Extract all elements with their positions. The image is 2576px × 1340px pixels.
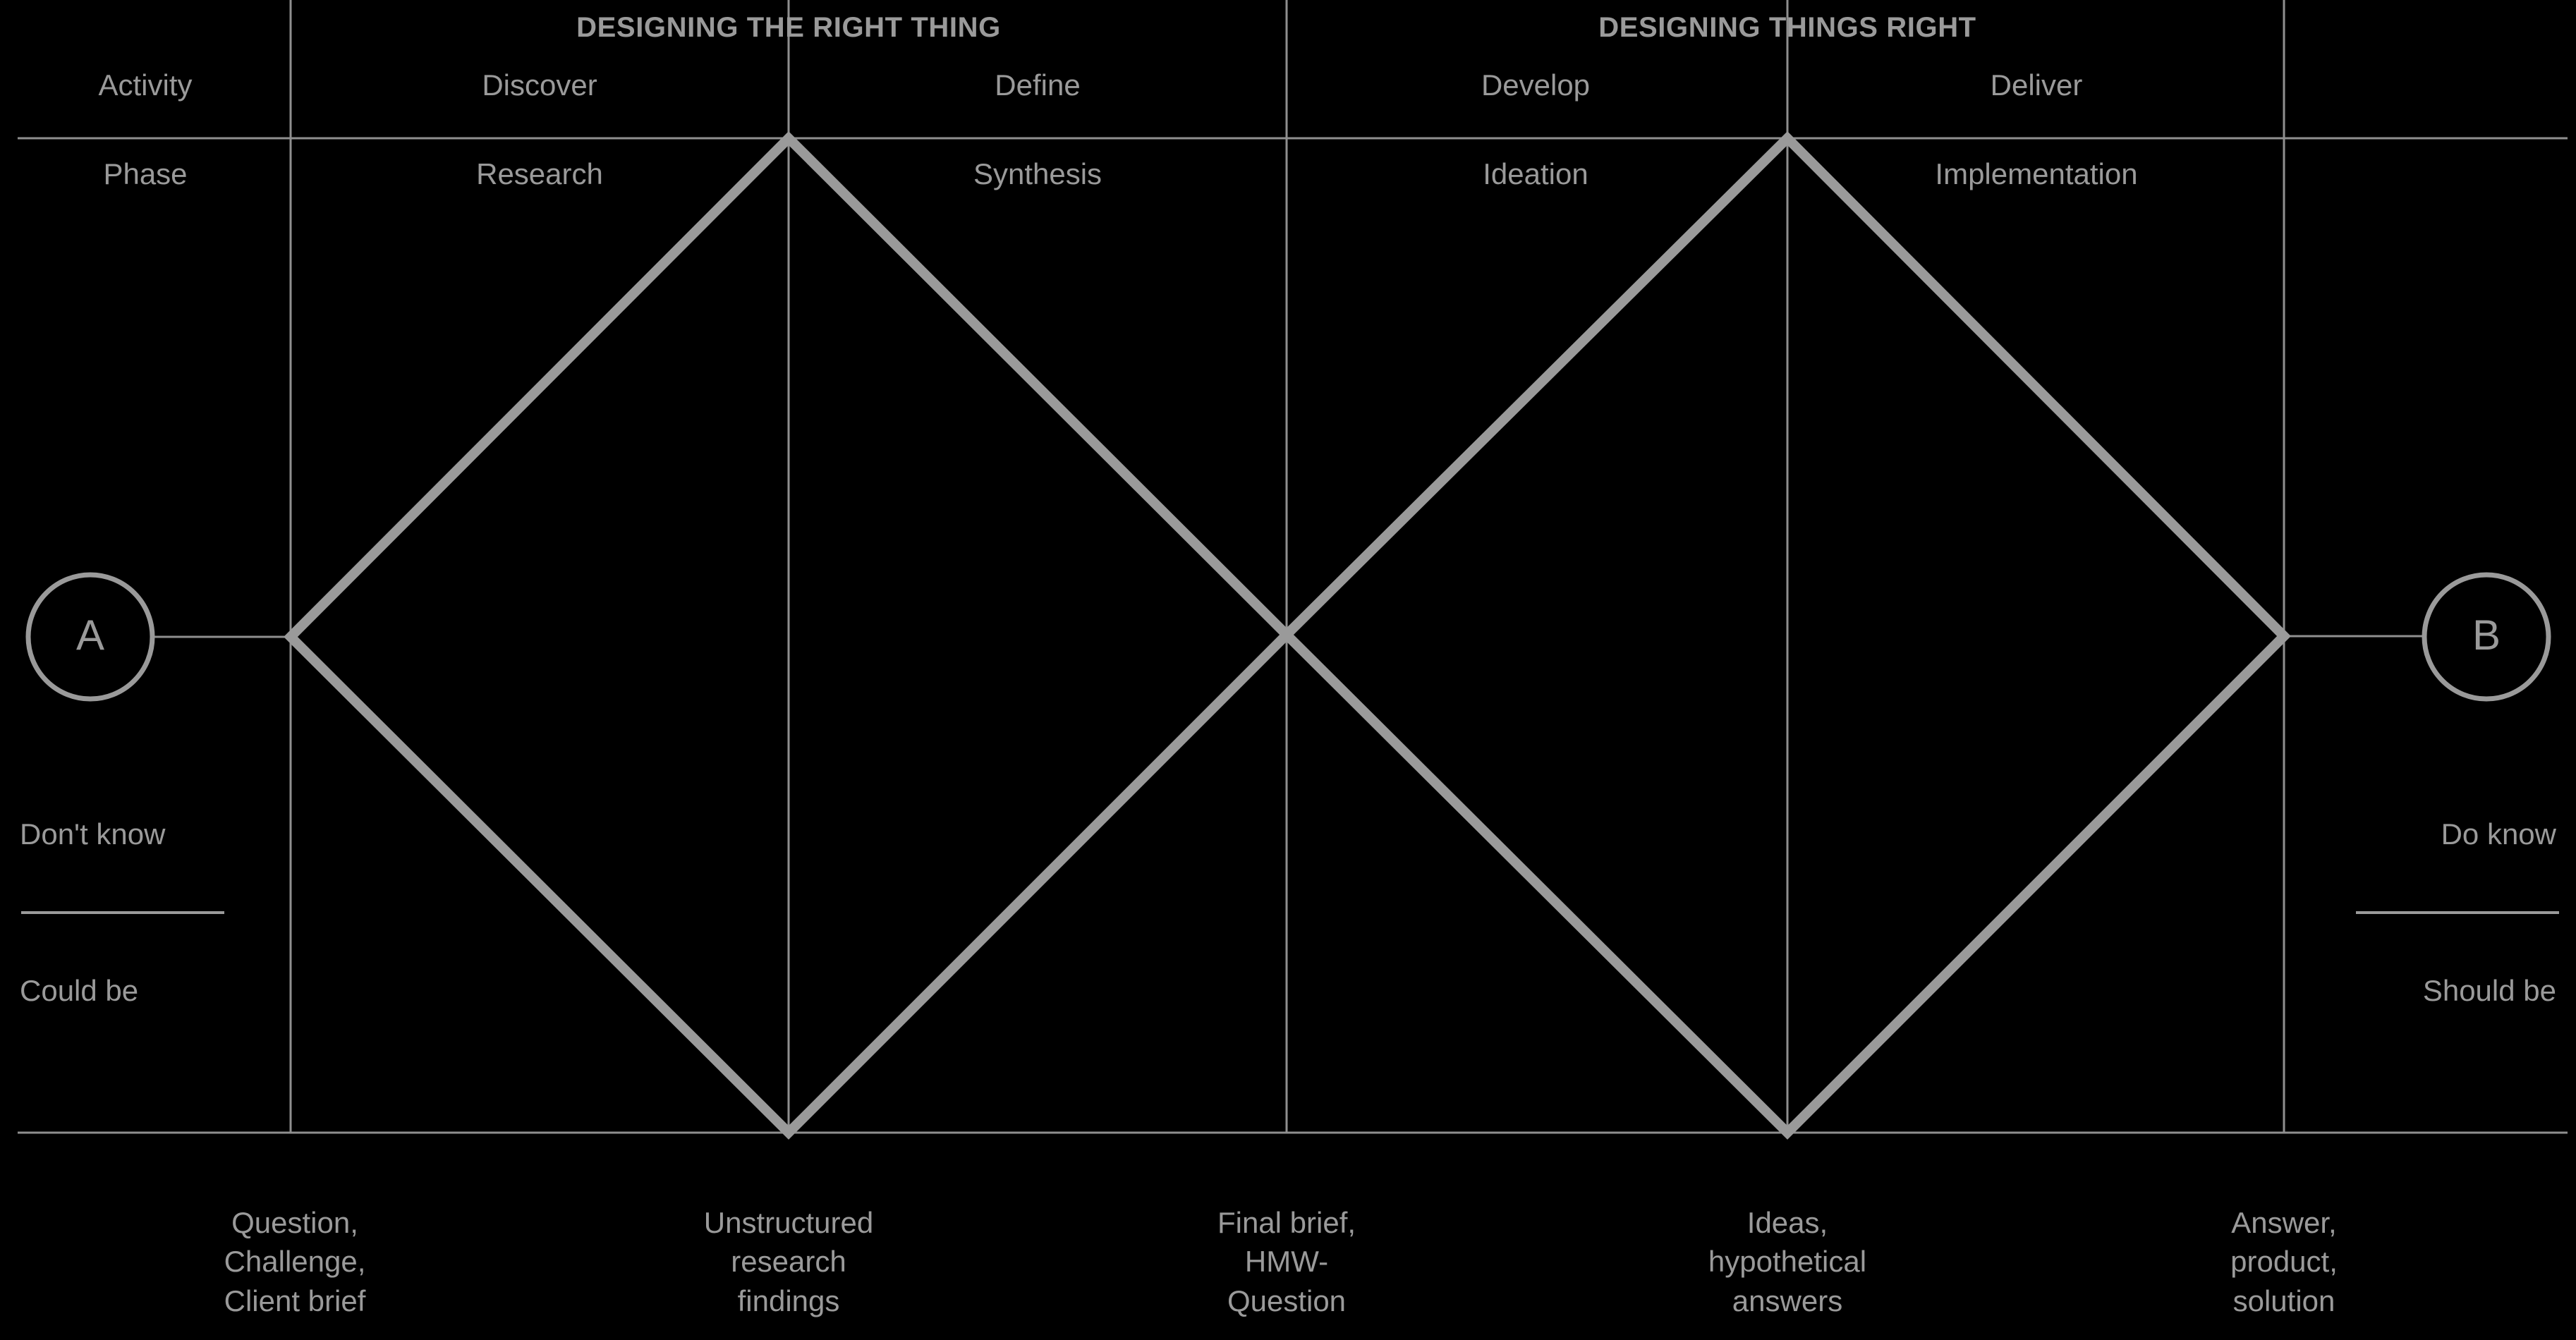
start-node-label: A <box>75 611 105 659</box>
section-title-left: DESIGNING THE RIGHT THING <box>576 12 1001 43</box>
phase-label-research: Research <box>476 157 603 190</box>
row-label-activity: Activity <box>98 68 193 102</box>
axis-label-could-be: Could be <box>20 974 139 1007</box>
activity-label-discover: Discover <box>482 68 597 102</box>
start-node-circle <box>25 572 155 702</box>
outcome-line: Question, <box>231 1206 358 1239</box>
connector-lines <box>154 635 2424 638</box>
outcome-line: hypothetical <box>1708 1245 1867 1279</box>
outcome-line: research <box>731 1245 846 1279</box>
outcome-line: Unstructured <box>703 1206 874 1239</box>
activity-label-develop: Develop <box>1481 68 1591 102</box>
end-node-label: B <box>2472 611 2501 659</box>
outcome-line: Client brief <box>224 1284 366 1317</box>
outcome-line: solution <box>2232 1284 2335 1317</box>
outcome-question-challenge-brief: Question, Challenge, Client brief <box>97 1203 492 1320</box>
outcome-line: answers <box>1732 1284 1843 1317</box>
outcome-line: Challenge, <box>224 1245 366 1279</box>
axis-label-dont-know: Don't know <box>20 817 166 851</box>
outcome-line: Final brief, <box>1217 1206 1356 1239</box>
axis-label-should-be: Should be <box>2422 974 2556 1007</box>
activity-label-deliver: Deliver <box>1990 68 2083 102</box>
outcome-line: Ideas, <box>1746 1206 1828 1239</box>
phase-label-synthesis: Synthesis <box>973 157 1102 190</box>
row-label-phase: Phase <box>103 157 188 190</box>
outcome-ideas-hypothetical-answers: Ideas, hypothetical answers <box>1590 1203 1985 1320</box>
phase-label-implementation: Implementation <box>1935 157 2138 190</box>
outcome-final-brief-hmw-question: Final brief, HMW- Question <box>1089 1203 1484 1320</box>
section-title-right: DESIGNING THINGS RIGHT <box>1598 12 1976 43</box>
outcome-unstructured-research-findings: Unstructured research findings <box>591 1203 986 1320</box>
end-node-circle <box>2422 572 2551 702</box>
outcome-line: product, <box>2230 1245 2338 1279</box>
outcome-line: Answer, <box>2231 1206 2337 1239</box>
outcome-answer-product-solution: Answer, product, solution <box>2086 1203 2481 1320</box>
diamond-develop-deliver <box>1280 131 2291 1140</box>
axis-label-do-know: Do know <box>2441 817 2556 851</box>
activity-label-define: Define <box>995 68 1081 102</box>
outcome-line: HMW- <box>1244 1245 1329 1279</box>
grid-lines <box>18 0 2568 1134</box>
outcome-line: Question <box>1227 1284 1347 1317</box>
phase-label-ideation: Ideation <box>1483 157 1588 190</box>
outcome-line: findings <box>737 1284 840 1317</box>
